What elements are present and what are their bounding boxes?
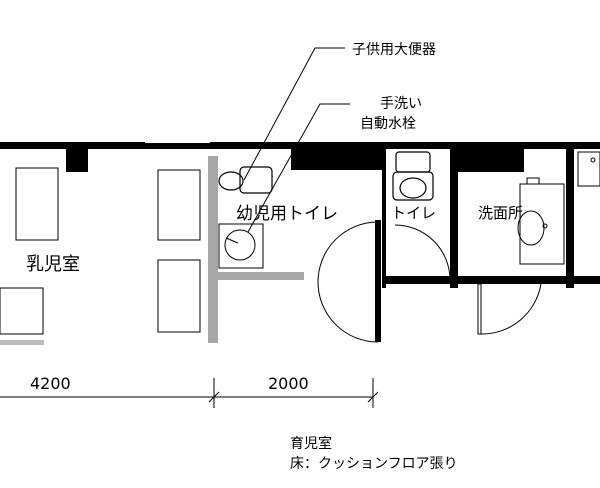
note-floor-label: 床：クッションフロア張り bbox=[290, 456, 458, 472]
dimension-line bbox=[0, 378, 379, 408]
floor-edge-strip bbox=[0, 340, 44, 345]
callout-sink-label-1: 手洗い bbox=[380, 96, 422, 112]
pillar bbox=[458, 148, 524, 172]
top-wall bbox=[0, 142, 600, 149]
kids-toilet-fixture bbox=[218, 166, 273, 194]
room-label-washroom: 洗面所 bbox=[478, 204, 523, 222]
room-label-kids-toilet: 幼児用トイレ bbox=[236, 204, 338, 224]
callout-sink-label-2: 自動水栓 bbox=[360, 116, 416, 132]
room-label-infant: 乳児室 bbox=[26, 254, 80, 275]
infant-room-furniture bbox=[0, 167, 201, 335]
toilet-door-swing bbox=[394, 224, 451, 281]
washroom-sink bbox=[517, 177, 565, 265]
washroom-walls bbox=[382, 148, 600, 288]
kids-toilet-door bbox=[317, 221, 379, 343]
right-fixture bbox=[577, 151, 600, 187]
toilet-fixture bbox=[392, 151, 434, 201]
pillar bbox=[291, 148, 382, 170]
room-label-toilet: トイレ bbox=[391, 204, 436, 222]
pillar bbox=[66, 148, 88, 172]
toilet-compartment-walls bbox=[382, 148, 458, 288]
washroom-door bbox=[477, 283, 542, 335]
callout-leaders bbox=[243, 47, 350, 233]
dimension-left-value: 4200 bbox=[30, 374, 71, 393]
door-leaf bbox=[375, 220, 381, 342]
callout-toilet-label: 子供用大便器 bbox=[352, 42, 436, 58]
note-room-label: 育児室 bbox=[290, 435, 332, 452]
hand-wash-sink bbox=[218, 223, 264, 269]
dimension-right-value: 2000 bbox=[268, 374, 309, 393]
partition-walls bbox=[208, 156, 304, 343]
